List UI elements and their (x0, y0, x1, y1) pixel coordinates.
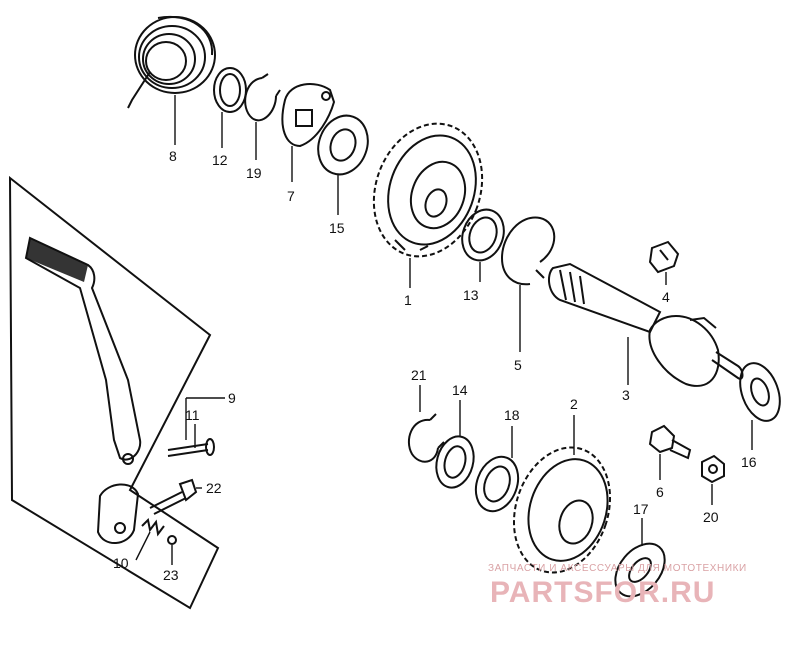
washer-part-16 (739, 362, 781, 422)
label-part-21: 21 (411, 367, 427, 383)
spindle-stopper-part-4 (648, 240, 680, 274)
circlip-part-19 (244, 73, 281, 122)
bolt-part-22 (149, 478, 198, 515)
label-part-18: 18 (504, 407, 520, 423)
label-part-15: 15 (329, 220, 345, 236)
label-part-6: 6 (656, 484, 664, 500)
label-part-3: 3 (622, 387, 630, 403)
label-part-14: 14 (452, 382, 468, 398)
idle-gear-part-2 (512, 446, 612, 574)
part-number-labels: 8 12 19 7 15 1 13 5 4 3 16 9 11 22 10 23… (113, 148, 757, 583)
label-part-4: 4 (662, 289, 670, 305)
washer-part-17 (614, 542, 666, 598)
label-part-1: 1 (404, 292, 412, 308)
washer-part-14 (435, 435, 475, 489)
ratchet-guide-part-7 (281, 83, 336, 148)
bolt-part-6 (648, 424, 692, 460)
pin-part-11 (167, 438, 215, 457)
label-part-11: 11 (185, 407, 200, 423)
label-part-8: 8 (169, 148, 177, 164)
label-part-22: 22 (206, 480, 222, 496)
washer-part-13 (461, 208, 505, 262)
label-part-5: 5 (514, 357, 522, 373)
spring-part-10 (141, 517, 165, 537)
watermark: ЗАПЧАСТИ И АКСЕССУАРЫ ДЛЯ МОТОТЕХНИКИ PA… (488, 563, 747, 609)
return-spring-part-8 (127, 15, 216, 109)
ball-part-23 (167, 535, 177, 545)
ratchet-gear-part-1 (372, 122, 484, 258)
label-part-12: 12 (212, 152, 228, 168)
label-part-7: 7 (287, 188, 295, 204)
watermark-tagline: ЗАПЧАСТИ И АКСЕССУАРЫ ДЛЯ МОТОТЕХНИКИ (488, 563, 747, 574)
nut-part-20 (701, 454, 725, 484)
label-part-23: 23 (163, 567, 179, 583)
spring-clip-part-5 (500, 216, 556, 286)
washer-part-18 (474, 455, 520, 513)
label-part-20: 20 (703, 509, 719, 525)
label-part-17: 17 (633, 501, 649, 517)
label-part-13: 13 (463, 287, 479, 303)
leader-lines (135, 95, 753, 565)
washer-part-15 (317, 114, 369, 176)
label-part-16: 16 (741, 454, 757, 470)
spindle-part-3 (547, 262, 744, 387)
label-part-2: 2 (570, 396, 578, 412)
washer-part-12 (213, 67, 247, 113)
circlip-part-21 (407, 413, 445, 463)
watermark-brand: PARTSFOR.RU (490, 576, 715, 609)
kick-arm-assembly-part-9 (8, 175, 220, 610)
label-part-19: 19 (246, 165, 262, 181)
label-part-9: 9 (228, 390, 236, 406)
label-part-10: 10 (113, 555, 129, 571)
